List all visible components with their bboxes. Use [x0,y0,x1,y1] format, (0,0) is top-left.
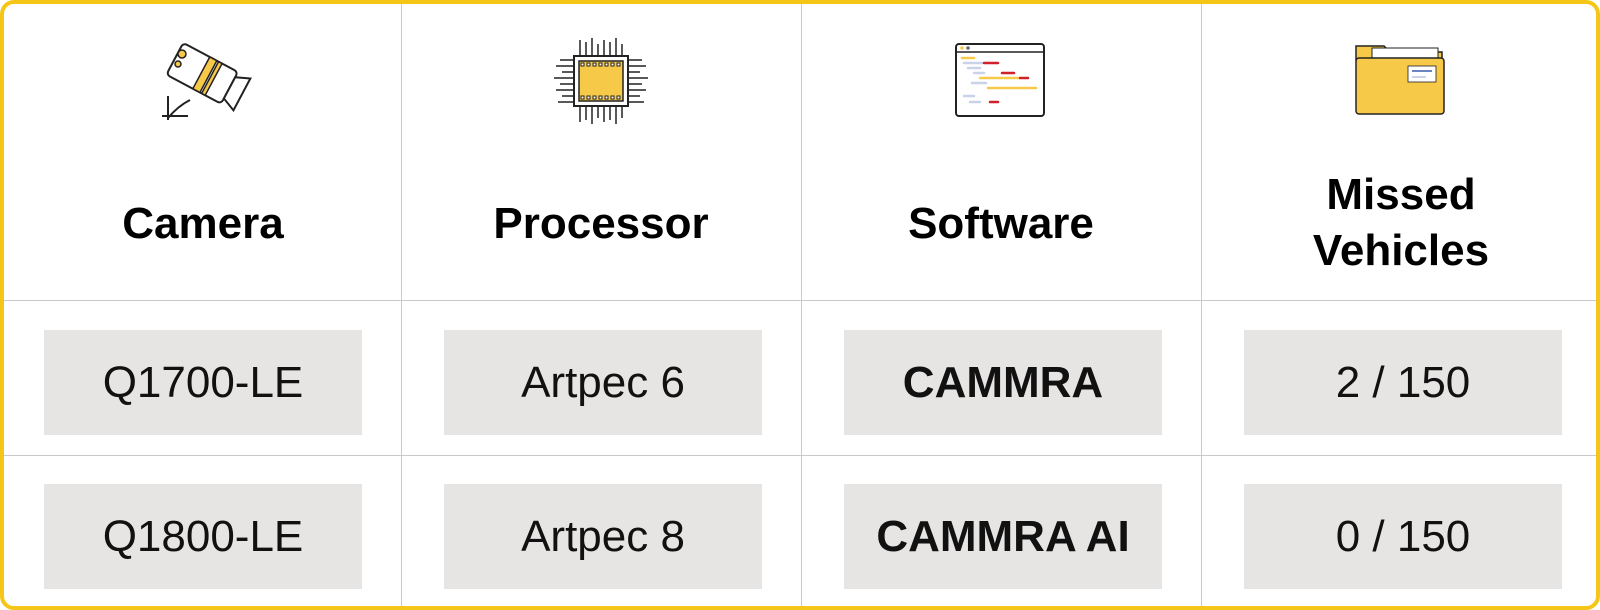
header-label-line2: Vehicles [1312,226,1490,275]
column-divider [801,4,802,606]
software-window-icon [955,43,1045,117]
cell-software: CAMMRA AI [844,484,1162,589]
column-divider [401,4,402,606]
header-software: Software [802,4,1200,300]
cell-missed-vehicles: 0 / 150 [1244,484,1562,589]
header-label-processor: Processor [493,199,709,248]
header-label-line1: Missed [1326,170,1476,219]
header-label-camera: Camera [122,199,284,248]
table-grid: Camera [4,4,1596,606]
cell-camera: Q1700-LE [44,330,362,435]
header-missed-vehicles: Missed Vehicles [1202,4,1596,300]
folder-icon [1355,45,1445,115]
header-label-missed-vehicles: Missed Vehicles [1202,167,1596,279]
row-divider [4,455,1596,456]
cell-processor: Artpec 8 [444,484,762,589]
header-label-software: Software [908,199,1094,248]
header-processor: Processor [402,4,800,300]
column-divider [1201,4,1202,606]
cell-camera: Q1800-LE [44,484,362,589]
processor-chip-icon [554,38,648,124]
cell-missed-vehicles: 2 / 150 [1244,330,1562,435]
row-divider [4,300,1596,301]
header-camera: Camera [4,4,402,300]
security-camera-icon [162,43,252,120]
cell-processor: Artpec 6 [444,330,762,435]
cell-software: CAMMRA [844,330,1162,435]
